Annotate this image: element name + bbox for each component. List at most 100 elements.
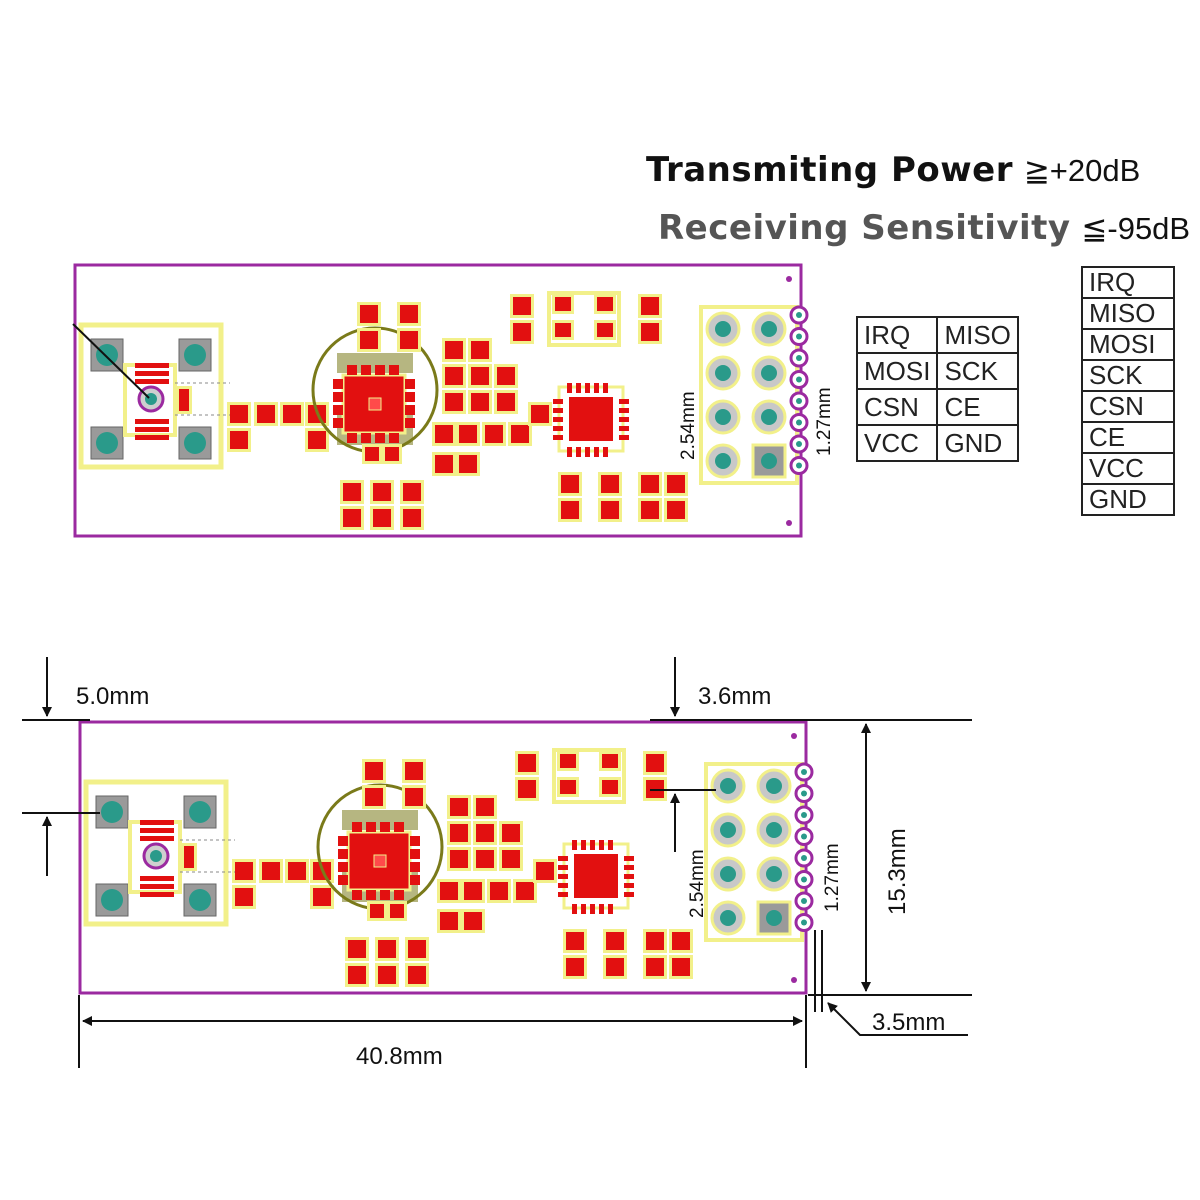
via-hole: [796, 398, 802, 404]
smd-pad: [464, 912, 482, 930]
smd-pad: [513, 297, 531, 315]
pin-cell: CE: [1081, 421, 1175, 454]
smd-pad: [471, 393, 489, 411]
smd-pad: [450, 824, 468, 842]
smd-pad: [445, 367, 463, 385]
trace-pad: [135, 427, 169, 432]
ic-pin: [585, 447, 590, 457]
ic-pin: [599, 840, 604, 850]
via-hole: [766, 822, 782, 838]
via-hole: [189, 801, 211, 823]
via-hole: [796, 462, 802, 469]
pin-cell: IRQ: [855, 316, 939, 354]
smd-pad: [408, 966, 426, 984]
ic-pin: [624, 892, 634, 897]
trace-pad: [135, 363, 169, 368]
smd-pad: [360, 305, 378, 323]
ic-pin: [553, 408, 563, 413]
smd-pad: [450, 850, 468, 868]
ic-pin: [567, 447, 572, 457]
via-hole: [796, 355, 802, 361]
ic-pin: [572, 904, 577, 914]
via-hole: [801, 898, 807, 904]
ic-pin: [410, 836, 420, 846]
smd-pad: [597, 323, 613, 337]
smd-pad: [667, 501, 685, 519]
smd-pad: [435, 455, 453, 473]
smd-pad: [471, 367, 489, 385]
smd-pad: [641, 323, 659, 341]
smd-pad: [262, 862, 280, 880]
ic-pin: [576, 383, 581, 393]
via-hole: [96, 344, 118, 366]
smd-pad: [365, 762, 383, 780]
smd-pad: [518, 780, 536, 798]
trace-pad: [140, 884, 174, 889]
ic-pin: [366, 822, 376, 832]
smd-pad: [536, 862, 554, 880]
ic-pin: [553, 417, 563, 422]
smd-pad: [370, 904, 384, 918]
ic-pin: [410, 875, 420, 885]
via-hole: [796, 333, 802, 340]
smd-pad: [390, 904, 404, 918]
trace-pad: [140, 836, 174, 841]
dim-5mm-label: 5.0mm: [76, 683, 149, 710]
smd-pad: [408, 940, 426, 958]
smd-pad: [476, 798, 494, 816]
smd-pad: [672, 958, 690, 976]
ic-pin: [405, 405, 415, 415]
via-hole: [101, 801, 123, 823]
ic-pin: [338, 875, 348, 885]
smd-pad: [235, 888, 253, 906]
ic-pin: [619, 408, 629, 413]
crystal-outline: [552, 748, 626, 804]
trace-pad: [135, 419, 169, 424]
ic-pin: [576, 447, 581, 457]
mounting-dot: [791, 977, 797, 983]
ic-pin: [347, 365, 357, 375]
pin-cell: MOSI: [855, 352, 939, 390]
pin-cell: VCC: [855, 424, 939, 462]
smd-pad: [373, 509, 391, 527]
ic-pin: [558, 892, 568, 897]
ic-pin: [380, 822, 390, 832]
pin-cell: SCK: [936, 352, 1019, 390]
smd-pad: [502, 824, 520, 842]
pinout-list-table: IRQ MISO MOSI SCK CSN CE VCC GND: [1081, 266, 1175, 516]
via-hole: [761, 365, 777, 381]
smd-pad: [476, 850, 494, 868]
smd-pad: [566, 932, 584, 950]
ic-pin: [624, 865, 634, 870]
ic-pin: [619, 417, 629, 422]
dim-40-8mm-label: 40.8mm: [356, 1043, 443, 1070]
ic-pin: [590, 904, 595, 914]
smd-pad: [513, 323, 531, 341]
header-pitch-label: 2.54mm: [687, 849, 708, 918]
smd-pad: [646, 754, 664, 772]
header-pitch-label: 2.54mm: [678, 391, 699, 460]
transmit-power-value: ≧+20dB: [1023, 153, 1141, 188]
smd-pad: [179, 389, 189, 411]
smd-pad: [518, 754, 536, 772]
ic-pin: [333, 379, 343, 389]
smd-pad: [288, 862, 306, 880]
ic-pin: [624, 874, 634, 879]
smd-pad: [308, 431, 326, 449]
smd-pad: [348, 966, 366, 984]
smd-pad: [502, 850, 520, 868]
smd-pad: [365, 788, 383, 806]
via-hole: [184, 344, 206, 366]
ic-pin: [553, 399, 563, 404]
via-hole: [801, 919, 807, 926]
via-hole: [796, 376, 802, 383]
via-hole: [761, 321, 777, 337]
ic-pin: [585, 383, 590, 393]
smd-pad: [378, 940, 396, 958]
smd-pad: [450, 798, 468, 816]
smd-pad: [235, 862, 253, 880]
ic-pin: [338, 862, 348, 872]
smd-pad: [646, 932, 664, 950]
